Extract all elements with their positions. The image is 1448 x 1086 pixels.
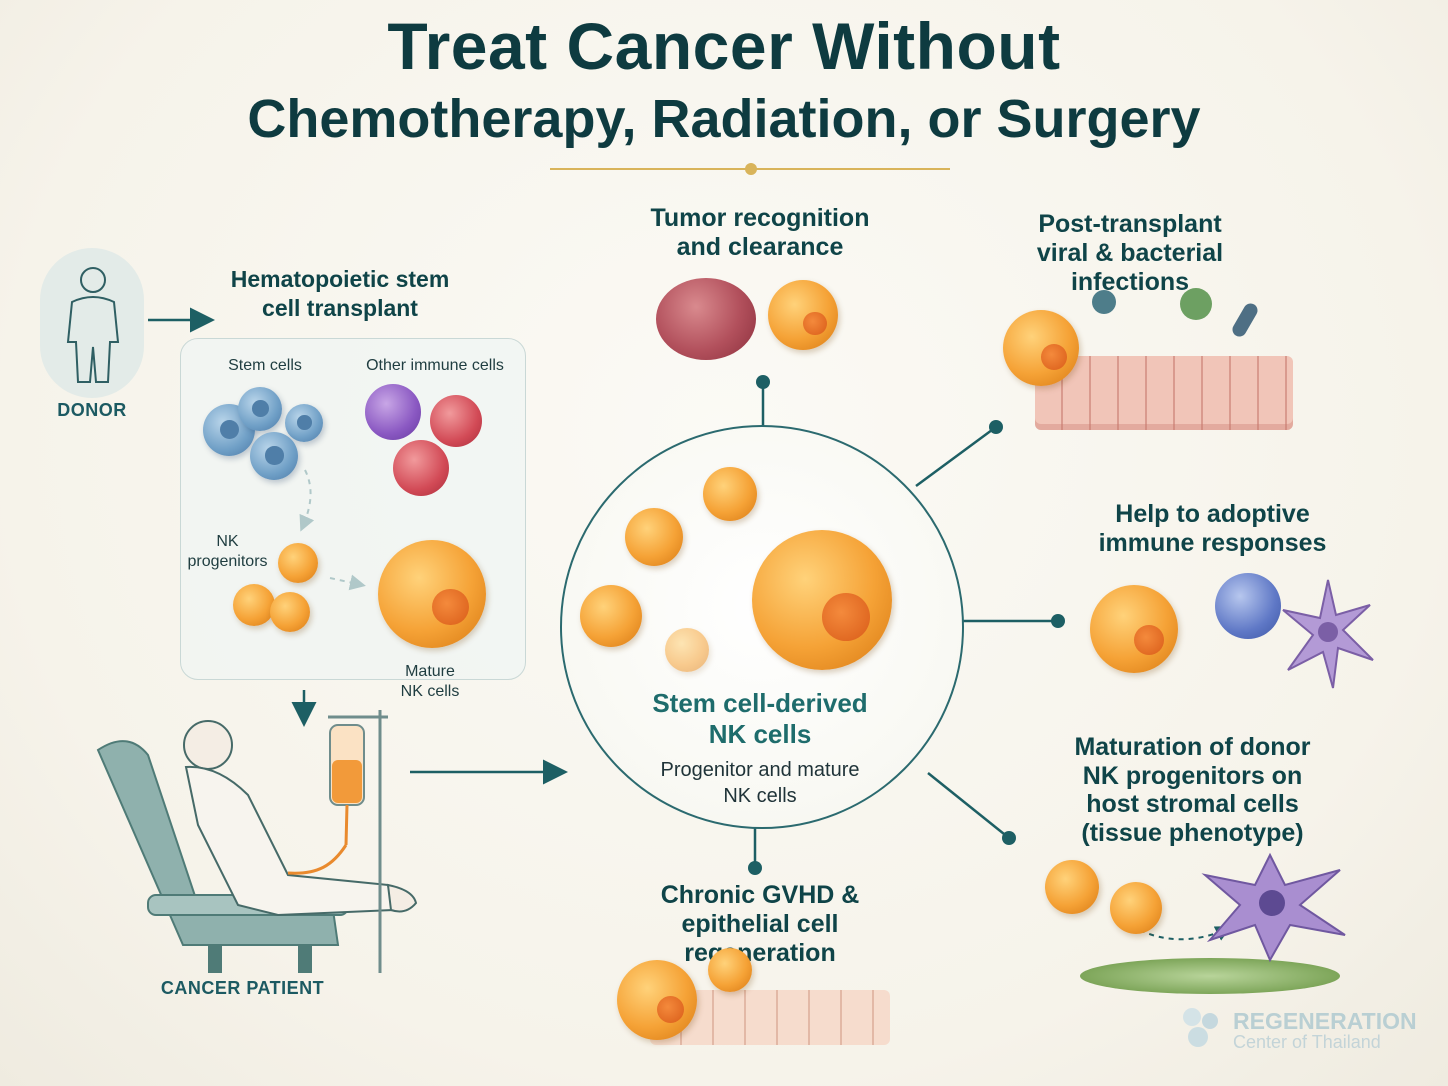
transplant-heading: Hematopoietic stem cell transplant xyxy=(200,265,480,323)
t-cell xyxy=(1215,573,1281,639)
donor-label: DONOR xyxy=(57,400,127,420)
immune-cell-red xyxy=(393,440,449,496)
page-subtitle: Chemotherapy, Radiation, or Surgery xyxy=(247,89,1201,149)
dendritic-cell-icon xyxy=(1282,579,1374,689)
gvhd-nk-cell xyxy=(708,948,752,992)
patient-illustration xyxy=(96,710,418,973)
adaptive-nk-cell xyxy=(1090,585,1178,673)
transplant-heading-line1: Hematopoietic stem xyxy=(230,266,450,292)
center-title: Stem cell-derived NK cells xyxy=(652,688,868,749)
gvhd-nk-cell xyxy=(617,960,697,1040)
stem-cell xyxy=(285,404,323,442)
page-title: Treat Cancer Without xyxy=(387,9,1061,83)
mature-nk-label: Mature NK cells xyxy=(400,663,460,700)
virus-icon xyxy=(1092,290,1116,314)
infection-epithelium xyxy=(1035,356,1293,430)
transplant-panel xyxy=(180,338,526,680)
maturation-nk-cell xyxy=(1110,882,1162,934)
stem-cell xyxy=(238,387,282,431)
nk-progenitor-cell xyxy=(233,584,275,626)
virus-icon xyxy=(1180,288,1212,320)
connector-maturation xyxy=(927,772,1010,839)
mature-nk-cell xyxy=(378,540,486,648)
maturation-heading: Maturation of donor NK progenitors on ho… xyxy=(1074,733,1311,847)
center-nk-cell-large xyxy=(752,530,892,670)
logo-tagline: Center of Thailand xyxy=(1233,1032,1381,1052)
nk-progenitor-cell xyxy=(278,543,318,583)
connector-adaptive-dot xyxy=(1051,614,1065,628)
adaptive-heading: Help to adoptive immune responses xyxy=(1098,500,1327,557)
nk-progenitor-cell xyxy=(270,592,310,632)
center-nk-cell xyxy=(703,467,757,521)
stromal-cells xyxy=(1080,958,1340,994)
infection-heading: Post-transplant viral & bacterial infect… xyxy=(1036,210,1224,296)
center-nk-cell-faded xyxy=(665,628,709,672)
gvhd-heading: Chronic GVHD & epithelial cell regenerat… xyxy=(660,881,860,967)
tumor-nk-cell xyxy=(768,280,838,350)
connector-infection xyxy=(915,425,997,488)
stem-cell xyxy=(250,432,298,480)
tumor-heading: Tumor recognition and clearance xyxy=(650,204,870,261)
center-nk-cell xyxy=(625,508,683,566)
other-immune-label: Other immune cells xyxy=(366,357,504,374)
connector-infection-dot xyxy=(989,420,1003,434)
donor-person-icon xyxy=(66,267,120,383)
logo-name: REGENERATION xyxy=(1233,1008,1417,1034)
title-divider-dot xyxy=(745,163,757,175)
nk-progenitors-label: NK progenitors xyxy=(187,533,268,570)
immune-cell-purple xyxy=(365,384,421,440)
stem-cells-label: Stem cells xyxy=(228,357,302,374)
infection-nk-cell xyxy=(1003,310,1079,386)
donor-badge xyxy=(40,248,144,398)
center-subtitle: Progenitor and mature NK cells xyxy=(660,759,860,807)
connector-maturation-dot xyxy=(1002,831,1016,845)
connector-gvhd-dot xyxy=(748,861,762,875)
maturation-nk-cell xyxy=(1045,860,1099,914)
patient-label: CANCER PATIENT xyxy=(160,978,325,998)
connector-tumor-dot xyxy=(756,375,770,389)
logo-mark-icon xyxy=(1183,1008,1218,1047)
transplant-heading-line2: cell transplant xyxy=(262,295,418,321)
stromal-dendritic-icon xyxy=(1201,852,1346,963)
immune-cell-red xyxy=(430,395,482,447)
tumor-cluster xyxy=(656,278,756,360)
center-nk-cell xyxy=(580,585,642,647)
